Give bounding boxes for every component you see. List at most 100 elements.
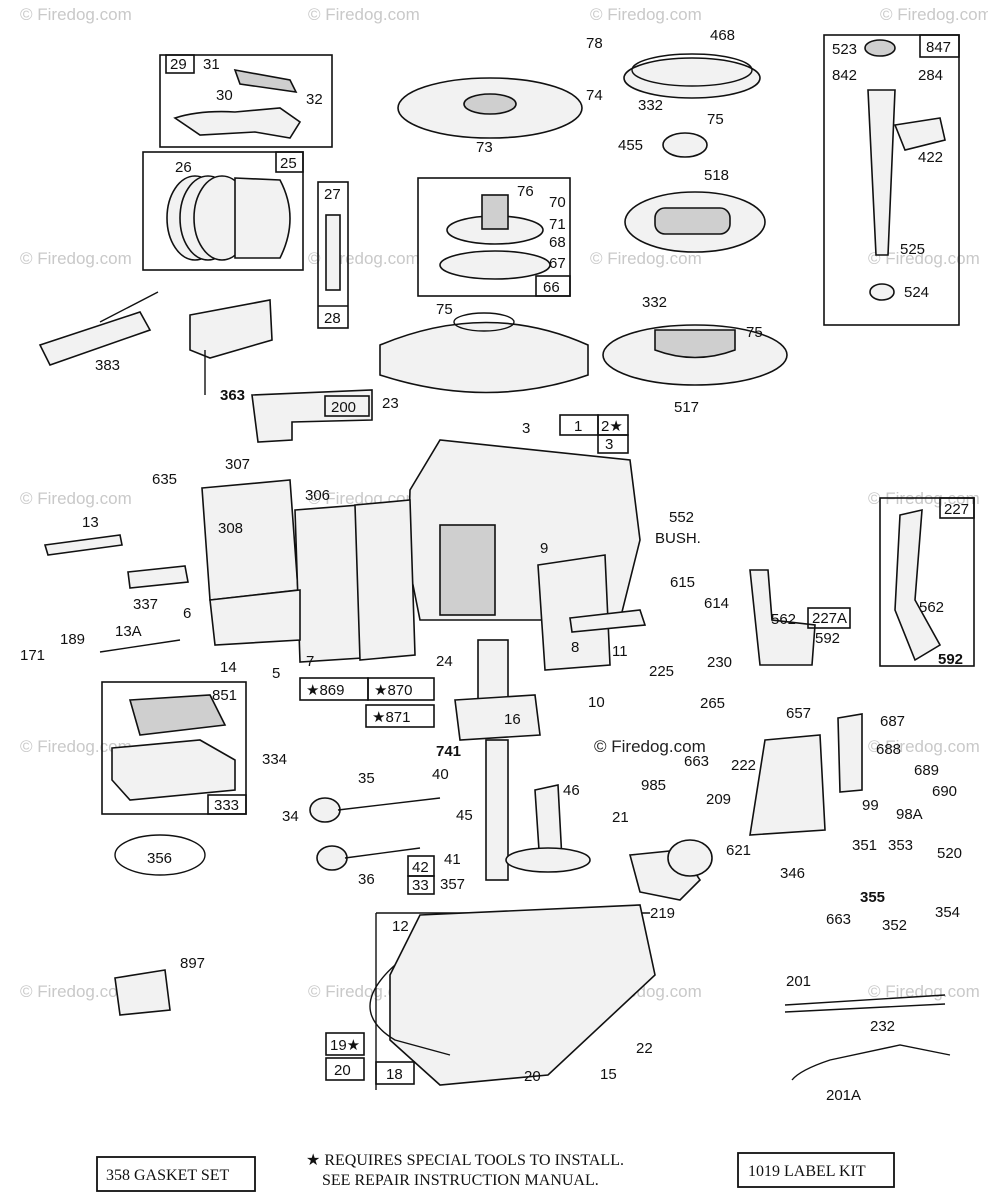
part-label: 842	[832, 67, 857, 84]
piston-pin-group	[317, 181, 349, 329]
part-label: 99	[862, 797, 879, 814]
part-label: 517	[674, 399, 699, 416]
part-label: 26	[175, 159, 192, 176]
part-label: 3	[605, 436, 613, 453]
label-kit-label: 1019 LABEL KIT	[748, 1163, 866, 1180]
part-label: 70	[549, 194, 566, 211]
part-label: 552	[669, 509, 694, 526]
crank-journal-shape	[477, 639, 509, 701]
part-label: 78	[586, 35, 603, 52]
star-callouts	[299, 677, 435, 728]
part-897-shape	[114, 969, 171, 1016]
flywheel-23	[379, 312, 589, 394]
piston-group	[142, 151, 304, 271]
part-label: 8	[571, 639, 579, 656]
part-label: 688	[876, 741, 901, 758]
bracket-227a-shape	[749, 569, 816, 666]
part-label: ★871	[372, 709, 410, 726]
label-kit-box	[737, 1152, 895, 1188]
watermark: © Firedog.com	[868, 249, 980, 268]
crank-shaft-shape	[485, 739, 509, 881]
part-label: 227	[944, 501, 969, 518]
part-label: 657	[786, 705, 811, 722]
part-label: 383	[95, 357, 120, 374]
watermark: © Firedog.com	[20, 5, 132, 24]
flywheel-part-shape	[481, 194, 509, 230]
dipstick-cap-shape	[864, 39, 896, 57]
dipstick-group	[823, 34, 960, 326]
repair-manual-note: SEE REPAIR INSTRUCTION MANUAL.	[322, 1172, 599, 1189]
watermark: © Firedog.com	[308, 5, 420, 24]
muffler-shape	[38, 311, 152, 366]
part-label: 74	[586, 87, 603, 104]
special-tools-note: ★ REQUIRES SPECIAL TOOLS TO INSTALL.	[306, 1152, 624, 1169]
dipstick-tube-shape	[867, 89, 896, 256]
callout-box	[165, 54, 195, 74]
group-frame	[823, 34, 960, 326]
piston-shape	[234, 177, 291, 259]
cup-shape	[623, 57, 761, 99]
part-label: 25	[280, 155, 297, 172]
footer: 358 GASKET SET ★ REQUIRES SPECIAL TOOLS …	[96, 1152, 895, 1192]
part-label: 562	[771, 611, 796, 628]
armature-shape	[111, 739, 236, 801]
part-label: 690	[932, 783, 957, 800]
seal-524-shape	[869, 283, 895, 301]
part-label: 635	[152, 471, 177, 488]
part-label: 209	[706, 791, 731, 808]
part-label: 16	[504, 711, 521, 728]
rod-13a	[99, 639, 181, 653]
part-label: 332	[638, 97, 663, 114]
link-201	[784, 994, 946, 1006]
part-label: 455	[618, 137, 643, 154]
ignition-333-group	[101, 681, 247, 815]
lever-227-group	[879, 497, 975, 667]
part-label: 621	[726, 842, 751, 859]
callout-box	[325, 1057, 365, 1081]
part-label: 36	[358, 871, 375, 888]
group-frame	[879, 497, 975, 667]
part-label: 42	[412, 859, 429, 876]
part-label: 227A	[812, 610, 847, 627]
rotating-screen-73	[397, 77, 583, 139]
muffler-group	[38, 291, 159, 366]
part-label: 520	[937, 845, 962, 862]
part-label: 19★	[330, 1037, 360, 1054]
callout-box	[375, 1061, 415, 1085]
crank-counterweight-shape	[454, 694, 541, 741]
part-label: 45	[456, 807, 473, 824]
part-label: 230	[707, 654, 732, 671]
part-label: 15	[600, 1066, 617, 1083]
part-label: 468	[710, 27, 735, 44]
part-label: 34	[282, 808, 299, 825]
part-label: 29	[170, 56, 187, 73]
callout-box	[367, 677, 435, 701]
head-shape	[201, 479, 299, 601]
callout-box	[325, 1032, 365, 1056]
part-label: 355	[860, 889, 885, 906]
clutch-455-shape	[662, 132, 708, 158]
part-label: 562	[919, 599, 944, 616]
muffler-pipe	[99, 291, 159, 323]
part-label: 741	[436, 743, 461, 760]
breather-tube-shape	[569, 609, 647, 633]
block-cylinder-shape	[439, 524, 496, 616]
part-label: 35	[358, 770, 375, 787]
valve-36-head-shape	[316, 845, 348, 871]
watermark: © Firedog.com	[880, 5, 988, 24]
part-label: 27	[324, 186, 341, 203]
part-label: 232	[870, 1018, 895, 1035]
callout-box	[324, 395, 370, 417]
watermark-center: © Firedog.com	[594, 737, 706, 756]
part-label: 353	[888, 837, 913, 854]
part-label: 306	[305, 487, 330, 504]
screen-hub-shape	[463, 93, 517, 115]
part-label: 14	[220, 659, 237, 676]
part-label: 897	[180, 955, 205, 972]
part-label: 615	[670, 574, 695, 591]
bracket-363	[189, 299, 273, 395]
sump-group	[325, 904, 656, 1090]
watermark: © Firedog.com	[868, 982, 980, 1001]
governor-plate-shape	[749, 734, 826, 836]
part-label: 20	[524, 1068, 541, 1085]
